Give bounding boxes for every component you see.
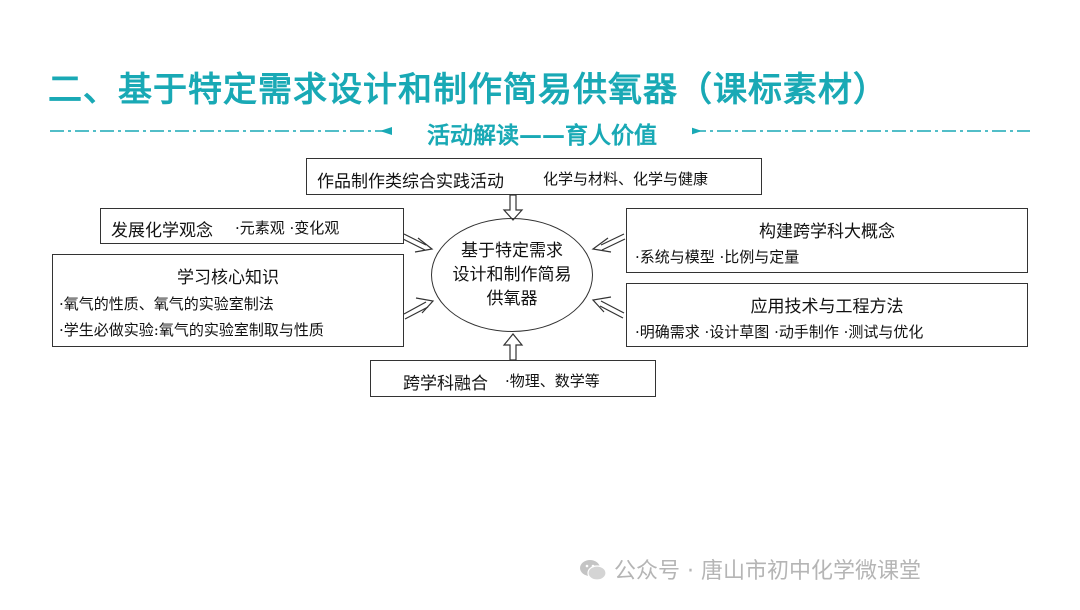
watermark: 公众号 · 唐山市初中化学微课堂 xyxy=(578,553,921,585)
top-box: 作品制作类综合实践活动 化学与材料、化学与健康 xyxy=(306,158,762,195)
wechat-icon xyxy=(580,560,607,581)
top-box-title: 作品制作类综合实践活动 xyxy=(317,172,504,192)
arrow-bottom xyxy=(502,333,524,361)
top-box-items: 化学与材料、化学与健康 xyxy=(543,170,709,188)
subtitle: 活动解读——育人价值 xyxy=(392,116,692,150)
arrow-left-top xyxy=(402,233,434,253)
left-top-box-items: ·元素观 ·变化观 xyxy=(235,219,340,237)
left-mid-box-item-2: ·学生必做实验:氧气的实验室制取与性质 xyxy=(59,321,324,339)
right-top-box: 构建跨学科大概念 ·系统与模型 ·比例与定量 xyxy=(626,208,1028,273)
right-mid-box-title: 应用技术与工程方法 xyxy=(750,297,904,317)
right-mid-box-items: ·明确需求 ·设计草图 ·动手制作 ·测试与优化 xyxy=(635,323,924,341)
right-top-box-title: 构建跨学科大概念 xyxy=(759,222,895,242)
left-top-box-title: 发展化学观念 xyxy=(111,221,213,241)
arrow-left-mid xyxy=(403,297,435,320)
subtitle-decoration xyxy=(50,127,1030,135)
bottom-box-items: ·物理、数学等 xyxy=(505,372,600,390)
right-top-box-items: ·系统与模型 ·比例与定量 xyxy=(635,248,800,266)
left-top-box: 发展化学观念 ·元素观 ·变化观 xyxy=(100,208,404,244)
left-mid-box: 学习核心知识 ·氧气的性质、氧气的实验室制法 ·学生必做实验:氧气的实验室制取与… xyxy=(52,254,404,347)
bottom-box-title: 跨学科融合 xyxy=(403,374,488,394)
page-title: 二、基于特定需求设计和制作简易供氧器（课标素材） xyxy=(48,70,888,110)
arrow-top xyxy=(502,194,524,221)
left-mid-box-title: 学习核心知识 xyxy=(177,268,279,288)
center-line-1: 基于特定需求 xyxy=(461,241,563,261)
subtitle-row: 活动解读——育人价值 xyxy=(0,116,1080,150)
left-mid-box-item-1: ·氧气的性质、氧气的实验室制法 xyxy=(59,295,274,313)
center-line-2: 设计和制作简易 xyxy=(452,265,572,285)
center-line-3: 供氧器 xyxy=(486,289,538,309)
arrow-right-mid xyxy=(591,296,625,319)
watermark-text: 公众号 · 唐山市初中化学微课堂 xyxy=(614,559,921,584)
right-mid-box: 应用技术与工程方法 ·明确需求 ·设计草图 ·动手制作 ·测试与优化 xyxy=(626,283,1028,347)
bottom-box: 跨学科融合 ·物理、数学等 xyxy=(370,360,656,397)
center-ellipse: 基于特定需求 设计和制作简易 供氧器 xyxy=(431,218,593,332)
arrow-right-top xyxy=(591,233,626,253)
